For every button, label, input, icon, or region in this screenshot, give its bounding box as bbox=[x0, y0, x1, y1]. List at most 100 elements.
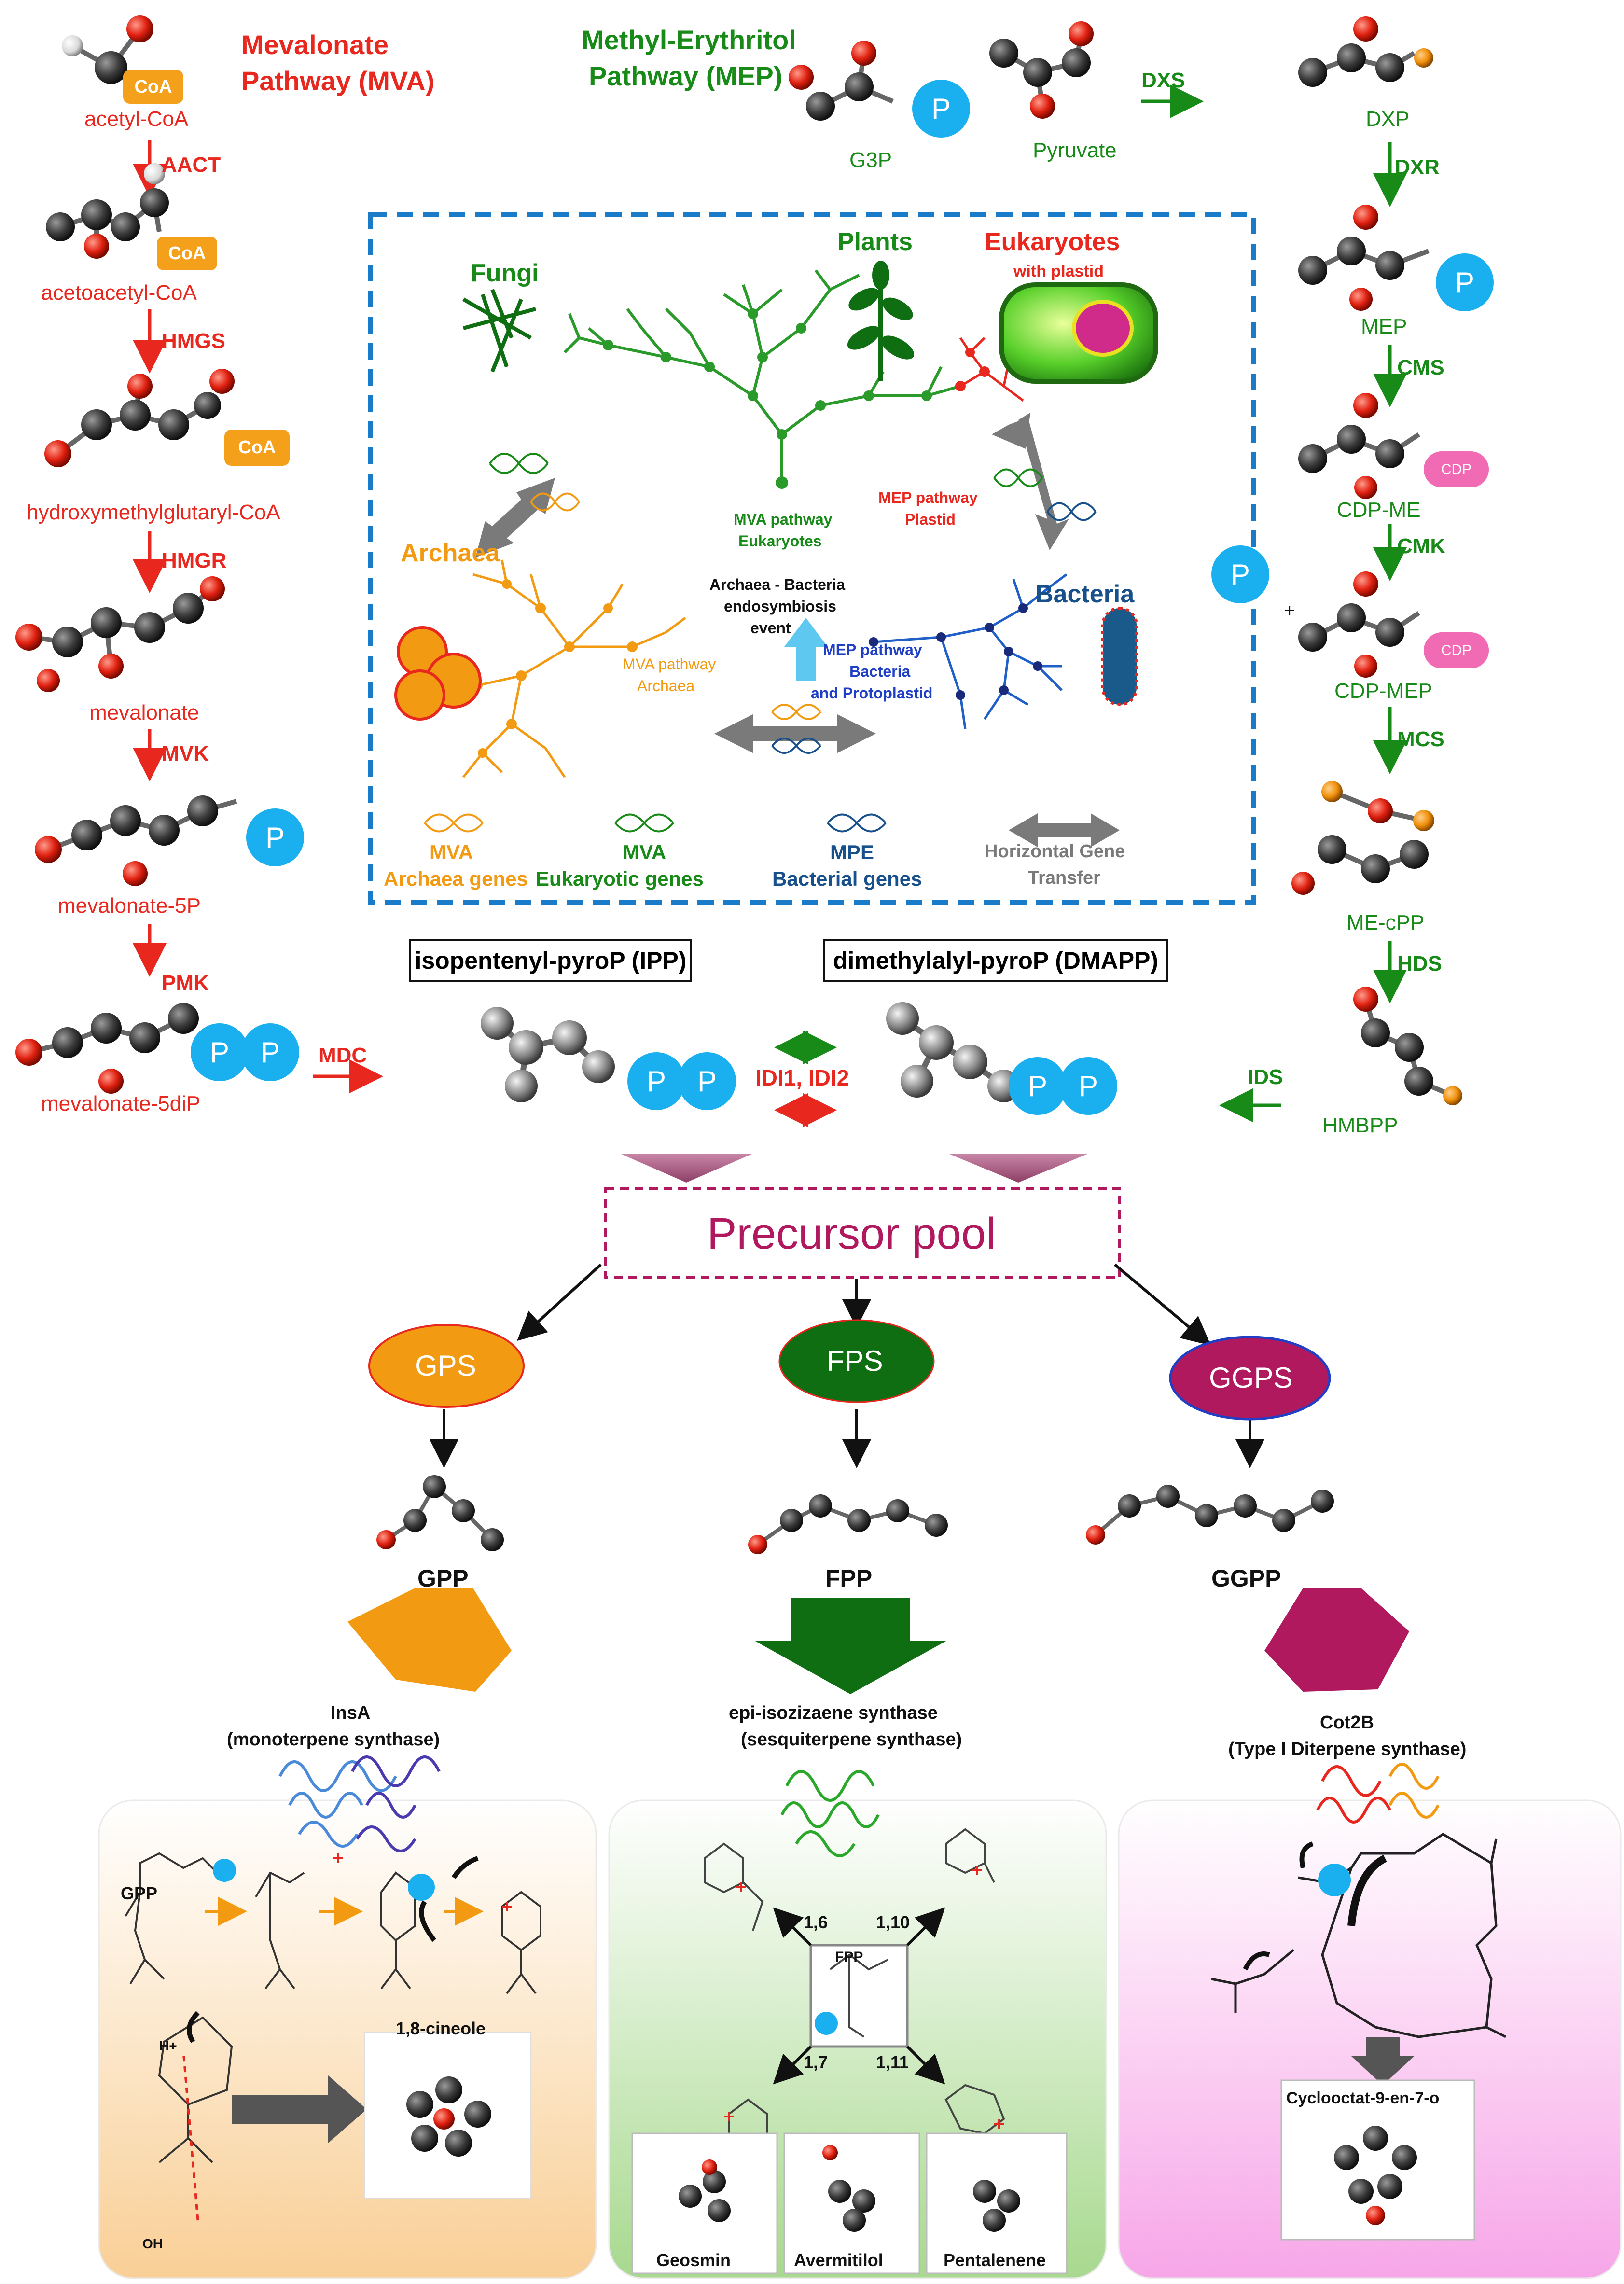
idi-label: IDI1, IDI2 bbox=[755, 1065, 849, 1090]
insa-line2: (monoterpene synthase) bbox=[227, 1729, 440, 1750]
plants-icon bbox=[847, 261, 915, 381]
label-endo-3: event bbox=[750, 619, 791, 637]
mva-title-line1: Mevalonate bbox=[241, 29, 389, 60]
label-mep-plastid-2: Plastid bbox=[905, 511, 956, 528]
archaea-tree-nodes bbox=[473, 579, 638, 758]
legend-mva-euk-2: Eukaryotic genes bbox=[536, 867, 704, 890]
enzyme-hmgr: HMGR bbox=[162, 549, 227, 572]
p3-curved-arrow-3 bbox=[1243, 1951, 1270, 1971]
carbocation-marks bbox=[333, 1853, 1004, 2129]
legend-mva-arch-2: Archaea genes bbox=[384, 867, 528, 890]
label-mep-plastid-1: MEP pathway bbox=[878, 489, 978, 506]
legend-mpe-2: Bacterial genes bbox=[772, 867, 922, 890]
phosphate-ipp-1: P bbox=[627, 1052, 685, 1110]
precursor-pool-box bbox=[604, 1187, 1121, 1279]
mva-title-line2: Pathway (MVA) bbox=[241, 66, 435, 96]
label-mep-bact-2: Bacteria bbox=[849, 663, 911, 680]
enzyme-dxs: DXS bbox=[1141, 69, 1185, 92]
label-plants: Plants bbox=[837, 228, 913, 256]
enzyme-cmk: CMK bbox=[1397, 534, 1446, 558]
p2-bond-17: 1,7 bbox=[804, 2052, 828, 2072]
mep-cdp-me: CDP-ME bbox=[1337, 498, 1421, 522]
mva-mevalonate-5dip: mevalonate-5diP bbox=[41, 1092, 201, 1115]
enzyme-mvk: MVK bbox=[162, 742, 209, 766]
phosphate-mev5p: P bbox=[246, 808, 304, 866]
mva-acetoacetyl-coa: acetoacetyl-CoA bbox=[41, 281, 197, 305]
phosphate-cmk: P bbox=[1211, 545, 1269, 603]
p1-phosphate-dot-2 bbox=[408, 1874, 435, 1901]
dna-icons bbox=[424, 453, 1097, 833]
enzyme-dxr: DXR bbox=[1395, 155, 1440, 179]
pool-arrows bbox=[430, 1263, 1264, 1468]
label-mva-euk-1: MVA pathway bbox=[734, 511, 833, 528]
coa-badge-3: CoA bbox=[224, 430, 290, 466]
p1-cineole: 1,8-cineole bbox=[396, 2019, 486, 2038]
mep-arrows bbox=[1141, 84, 1407, 1122]
phosphate-mev5dip-1: P bbox=[191, 1023, 249, 1081]
cdp-badge-1: CDP bbox=[1424, 451, 1489, 487]
enzyme-pmk: PMK bbox=[162, 971, 209, 995]
fpp-block-arrow bbox=[755, 1598, 946, 1694]
label-endo-2: endosymbiosis bbox=[724, 598, 836, 615]
enzyme-aact: AACT bbox=[162, 153, 221, 177]
eukaryote-tree-nodes bbox=[603, 308, 932, 489]
panel1-dashed-bond bbox=[182, 2051, 199, 2221]
phosphate-mep: P bbox=[1436, 253, 1494, 311]
precursor-pool-label: Precursor pool bbox=[707, 1209, 996, 1258]
p2-pentalenene: Pentalenene bbox=[944, 2250, 1046, 2270]
epi-line1: epi-isozizaene synthase bbox=[729, 1703, 938, 1723]
p2-bond-111: 1,11 bbox=[876, 2052, 909, 2072]
cyclooctat-molecule bbox=[1334, 2126, 1417, 2225]
cdp-mep-plus: + bbox=[1284, 600, 1295, 621]
mep-pyruvate: Pyruvate bbox=[1033, 139, 1117, 162]
p1-gpp: GPP bbox=[121, 1883, 158, 1903]
panel2-arrows bbox=[773, 1907, 945, 2085]
phosphate-dmapp-1: P bbox=[1009, 1057, 1067, 1115]
label-endo-1: Archaea - Bacteria bbox=[709, 576, 846, 593]
enzyme-mcs: MCS bbox=[1397, 727, 1444, 751]
product-gpp: GPP bbox=[417, 1565, 469, 1592]
panel1-gray-arrow bbox=[232, 2075, 367, 2143]
coa-badge-2: CoA bbox=[157, 237, 217, 270]
panel2-skeletons bbox=[704, 1828, 1005, 2182]
legend-hgt-2: Transfer bbox=[1028, 868, 1100, 888]
enzyme-cms: CMS bbox=[1397, 356, 1444, 379]
mva-mevalonate-5p: mevalonate-5P bbox=[58, 894, 201, 918]
enzyme-mdc: MDC bbox=[319, 1044, 367, 1067]
product-fpp: FPP bbox=[825, 1565, 873, 1592]
fps-ellipse bbox=[778, 1319, 935, 1403]
enzyme-hds: HDS bbox=[1397, 952, 1442, 975]
product-ggpp: GGPP bbox=[1211, 1565, 1281, 1592]
mep-cdp-mep: CDP-MEP bbox=[1334, 679, 1432, 703]
gps-ellipse bbox=[368, 1324, 525, 1408]
phosphate-dmapp-2: P bbox=[1059, 1057, 1117, 1115]
phosphate-mev5dip-2: P bbox=[241, 1023, 299, 1081]
label-mva-arch-2: Archaea bbox=[637, 677, 695, 695]
eukaryote-cell-icon bbox=[999, 282, 1158, 384]
p2-avermitilol: Avermitilol bbox=[794, 2250, 883, 2270]
fpp-phosphate-dot bbox=[815, 2012, 838, 2035]
epi-line2: (sesquiterpene synthase) bbox=[741, 1729, 962, 1750]
mep-title-line1: Methyl-Erythritol bbox=[582, 25, 796, 55]
insa-line1: InsA bbox=[331, 1703, 371, 1723]
enzyme-ids: IDS bbox=[1248, 1065, 1283, 1089]
label-bacteria: Bacteria bbox=[1035, 580, 1135, 608]
cdp-badge-2: CDP bbox=[1424, 632, 1489, 668]
archaea-cells-icon bbox=[394, 626, 482, 721]
fungi-icon bbox=[462, 289, 537, 373]
p3-curved-arrow-2 bbox=[1347, 1854, 1387, 1926]
p2-bond-16: 1,6 bbox=[804, 1912, 828, 1932]
ggps-ellipse bbox=[1169, 1336, 1331, 1421]
p2-bond-110: 1,10 bbox=[876, 1912, 910, 1932]
panel1-mechanism bbox=[125, 1852, 541, 2163]
cot2b-line1: Cot2B bbox=[1320, 1713, 1374, 1733]
p3-cyclooctat: Cyclooctat-9-en-7-o bbox=[1286, 2089, 1440, 2107]
plastid-tree-nodes bbox=[955, 348, 990, 391]
mep-mep: MEP bbox=[1361, 315, 1407, 338]
p1-curved-arrow-2 bbox=[419, 1900, 436, 1942]
endosymbiosis-arrow bbox=[784, 618, 828, 681]
ggps-label: GGPS bbox=[1209, 1362, 1293, 1394]
funnel-right bbox=[948, 1154, 1088, 1183]
legend-hgt-1: Horizontal Gene bbox=[985, 841, 1125, 862]
mva-mevalonate: mevalonate bbox=[89, 701, 199, 724]
